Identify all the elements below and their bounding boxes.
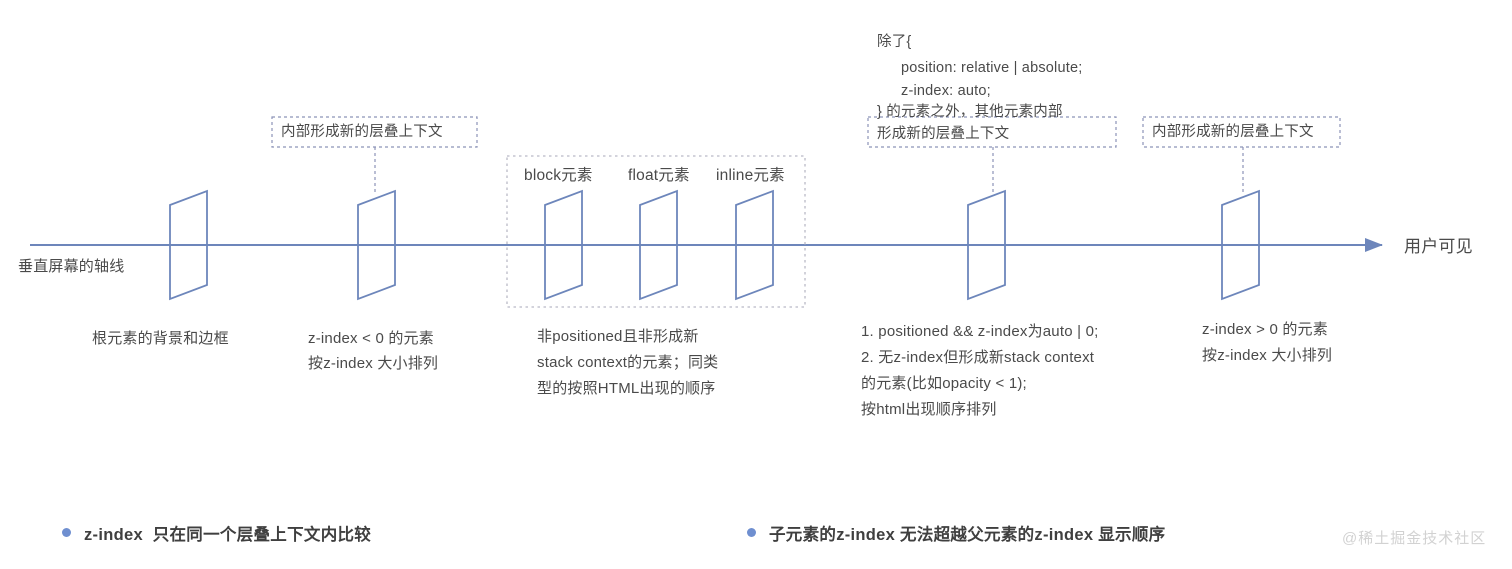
note-text-negative-z-index: 内部形成新的层叠上下文 [281, 124, 443, 140]
label-float-element: float元素 [628, 167, 690, 184]
plane-negative-z-index [357, 189, 396, 301]
plane-positive-z-index [1221, 189, 1260, 301]
caption-positioned-line-1: 1. positioned && z-index为auto | 0; [861, 323, 1099, 340]
caption-root-element: 根元素的背景和边框 [92, 330, 229, 347]
code-note-line-2: position: relative | absolute; [901, 60, 1083, 76]
caption-negative-z-index-line-1: z-index < 0 的元素 [308, 330, 434, 347]
caption-positioned-line-3: 的元素(比如opacity < 1); [861, 375, 1027, 392]
plane-inline-element [735, 189, 774, 301]
caption-positioned-line-4: 按html出现顺序排列 [861, 401, 997, 418]
caption-center-group-line-2: stack context的元素；同类 [537, 354, 719, 371]
non-stacking-group-box [506, 155, 806, 308]
caption-center-group-line-3: 型的按照HTML出现的顺序 [537, 380, 716, 397]
note-box-positioned-element [867, 116, 1117, 148]
label-inline-element: inline元素 [716, 167, 785, 184]
plane-float-element [639, 189, 678, 301]
axis-end-label: 用户可见 [1404, 237, 1473, 256]
plane-root-element [169, 189, 208, 301]
label-block-element: block元素 [524, 167, 593, 184]
caption-positive-z-index-line-1: z-index > 0 的元素 [1202, 321, 1328, 338]
note-text-positive-z-index: 内部形成新的层叠上下文 [1152, 124, 1314, 140]
plane-positioned-element [967, 189, 1006, 301]
caption-positive-z-index-line-2: 按z-index 大小排列 [1202, 347, 1333, 364]
footnote-bullet-1 [62, 528, 71, 537]
code-note-line-1: 除了{ [877, 34, 912, 50]
footnote-text-1: z-index 只在同一个层叠上下文内比较 [84, 526, 372, 544]
note-box-positive-z-index [1142, 116, 1341, 148]
axis-label: 垂直屏幕的轴线 [18, 258, 125, 275]
footnote-bullet-2 [747, 528, 756, 537]
plane-block-element [544, 189, 583, 301]
caption-positioned-line-2: 2. 无z-index但形成新stack context [861, 349, 1095, 366]
footnote-text-2: 子元素的z-index 无法超越父元素的z-index 显示顺序 [769, 526, 1166, 544]
caption-negative-z-index-line-2: 按z-index 大小排列 [308, 355, 439, 372]
watermark: @稀土掘金技术社区 [1342, 530, 1487, 547]
code-note-line-3: z-index: auto; [901, 83, 991, 99]
caption-center-group-line-1: 非positioned且非形成新 [537, 328, 699, 345]
code-note-line-4: } 的元素之外，其他元素内部 [877, 104, 1063, 120]
code-note-line-5: 形成新的层叠上下文 [877, 126, 1010, 142]
